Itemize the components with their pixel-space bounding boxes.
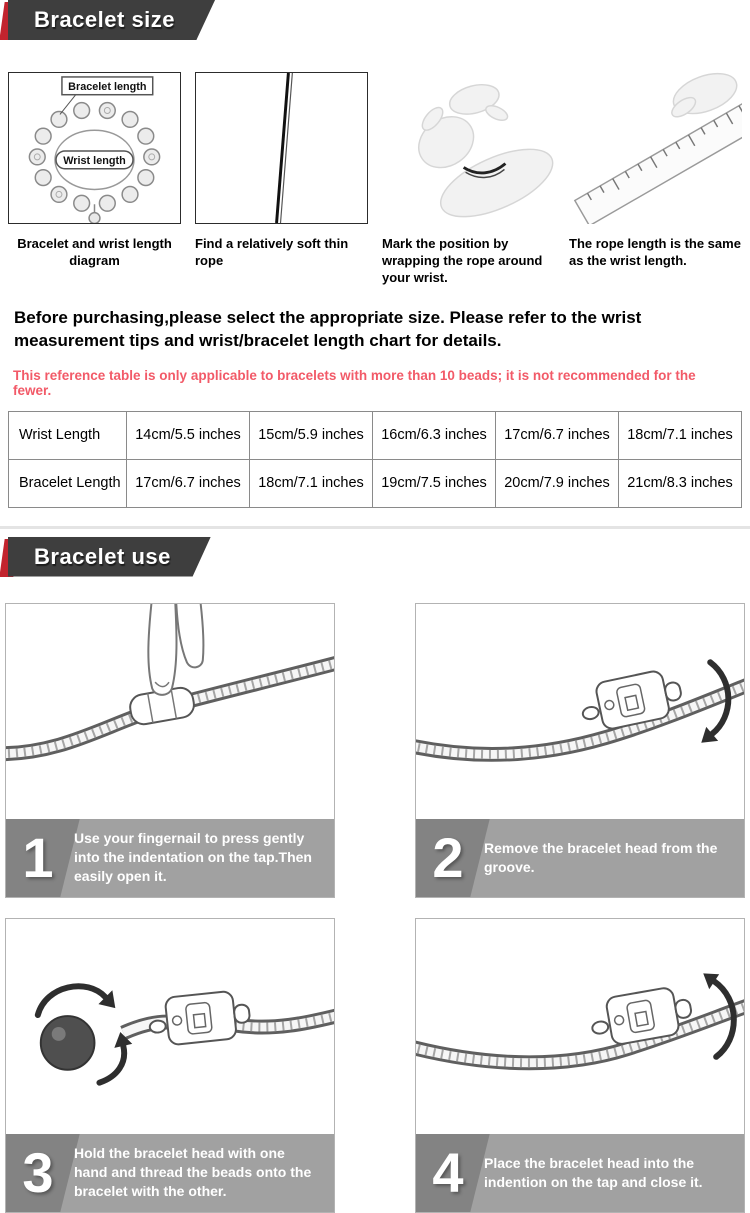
step-4-caption-bar: 4 Place the bracelet head into the inden… [416,1133,744,1212]
step-2-number: 2 [432,825,464,889]
measurement-steps: Bracelet length Wrist length Bracelet an… [0,72,750,287]
table-cell: 20cm/7.9 inches [495,458,619,508]
bracelet-diagram-illustration: Bracelet length Wrist length [28,76,161,223]
table-cell: 17cm/6.7 inches [495,410,619,460]
step-caption-wrap: Mark the position by wrapping the rope a… [382,236,543,285]
usage-step-3: 3 Hold the bracelet head with one hand a… [5,917,335,1213]
step-3-caption-bar: 3 Hold the bracelet head with one hand a… [6,1133,334,1212]
bracelet-size-banner: Bracelet size [0,0,750,42]
step-4-illustration [416,972,744,1070]
row-header: Bracelet Length [8,458,127,508]
ruler-photo [569,72,742,224]
step-1-text: Use your fingernail to press gently into… [74,830,312,884]
bracelet-use-banner: Bracelet use [0,536,750,579]
table-cell: 18cm/7.1 inches [249,458,373,508]
usage-step-1: 1 Use your fingernail to press gently in… [5,602,335,898]
wrap-wrist-photo [382,72,555,224]
step-4-number: 4 [432,1140,464,1204]
step-caption-ruler: The rope length is the same as the wrist… [569,236,741,268]
step-ruler: The rope length is the same as the wrist… [569,72,742,287]
bracelet-length-label: Bracelet length [68,81,146,93]
table-cell: 14cm/5.5 inches [126,410,250,460]
wrap-wrist-illustration [418,83,554,218]
table-cell: 18cm/7.1 inches [618,410,742,460]
section-divider [0,525,750,529]
usage-step-4: 4 Place the bracelet head into the inden… [415,917,745,1213]
size-reference-note: This reference table is only applicable … [13,367,696,398]
bracelet-size-title: Bracelet size [34,7,176,32]
step-3-text: Hold the bracelet head with one hand and… [74,1145,312,1199]
step-wrap-wrist: Mark the position by wrapping the rope a… [382,72,555,287]
banner-ribbon: Bracelet use [8,536,211,577]
usage-steps: 1 Use your fingernail to press gently in… [0,602,750,1213]
step-2-text: Remove the bracelet head from the groove… [484,839,718,875]
row-header: Wrist Length [8,410,127,460]
size-intro-text: Before purchasing,please select the appr… [14,307,642,350]
table-cell: 16cm/6.3 inches [372,410,496,460]
step-caption-rope: Find a relatively soft thin rope [195,236,349,268]
size-table: Wrist Length 14cm/5.5 inches 15cm/5.9 in… [8,410,742,508]
table-cell: 19cm/7.5 inches [372,458,496,508]
step-caption-diagram: Bracelet and wrist length diagram [17,236,172,268]
ruler-illustration [573,72,742,224]
banner-ribbon: Bracelet size [8,0,216,40]
step-3-number: 3 [22,1140,54,1204]
step-rope: Find a relatively soft thin rope [195,72,368,287]
step-4-text: Place the bracelet head into the indenti… [484,1154,703,1190]
step-diagram: Bracelet length Wrist length Bracelet an… [8,72,181,287]
step-3-illustration [34,982,334,1086]
table-cell: 17cm/6.7 inches [126,458,250,508]
step-2-illustration [416,658,744,762]
table-row-bracelet: Bracelet Length 17cm/6.7 inches 18cm/7.1… [8,458,742,508]
rope-illustration [275,73,293,223]
usage-step-2: 2 Remove the bracelet head from the groo… [415,602,745,898]
bracelet-diagram-box: Bracelet length Wrist length [8,72,181,224]
step-2-caption-bar: 2 Remove the bracelet head from the groo… [416,818,744,897]
table-row-wrist: Wrist Length 14cm/5.5 inches 15cm/5.9 in… [8,410,742,460]
bracelet-use-title: Bracelet use [34,543,171,569]
table-cell: 15cm/5.9 inches [249,410,373,460]
step-1-caption-bar: 1 Use your fingernail to press gently in… [6,818,334,897]
rope-box [195,72,368,224]
step-1-number: 1 [22,825,54,889]
wrist-length-label: Wrist length [63,155,125,167]
step-1-illustration [6,603,334,761]
table-cell: 21cm/8.3 inches [618,458,742,508]
